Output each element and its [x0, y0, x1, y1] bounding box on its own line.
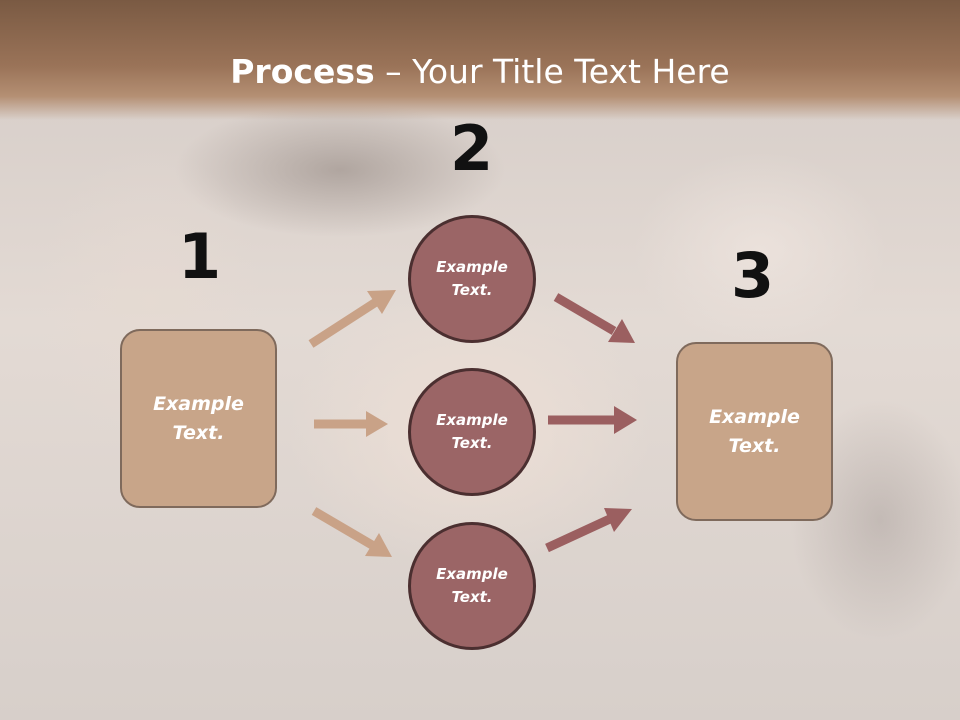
arrow-right-bottom	[545, 508, 632, 553]
arrow-left-top	[308, 290, 396, 348]
step-number-3: 3	[731, 239, 775, 312]
title-bold: Process	[230, 52, 375, 91]
step-number-2: 2	[450, 112, 494, 185]
circle-bottom[interactable]: Example Text.	[408, 522, 536, 650]
circle-top-label: Example Text.	[436, 258, 508, 299]
slide-title: Process – Your Title Text Here	[0, 52, 960, 91]
circle-middle-label: Example Text.	[436, 411, 508, 452]
arrow-left-middle	[314, 411, 388, 437]
step-box-3-label: Example Text.	[709, 405, 800, 457]
step-box-3[interactable]: Example Text.	[676, 342, 833, 521]
title-bar	[0, 0, 960, 120]
arrow-right-top	[553, 293, 635, 343]
circle-middle[interactable]: Example Text.	[408, 368, 536, 496]
circle-bottom-label: Example Text.	[436, 565, 508, 606]
step-box-1[interactable]: Example Text.	[120, 329, 277, 508]
arrow-right-middle	[548, 406, 637, 434]
arrow-left-bottom	[311, 507, 392, 557]
step-number-1: 1	[178, 220, 222, 293]
title-rest: – Your Title Text Here	[374, 52, 730, 91]
circle-top[interactable]: Example Text.	[408, 215, 536, 343]
step-box-1-label: Example Text.	[153, 392, 244, 444]
